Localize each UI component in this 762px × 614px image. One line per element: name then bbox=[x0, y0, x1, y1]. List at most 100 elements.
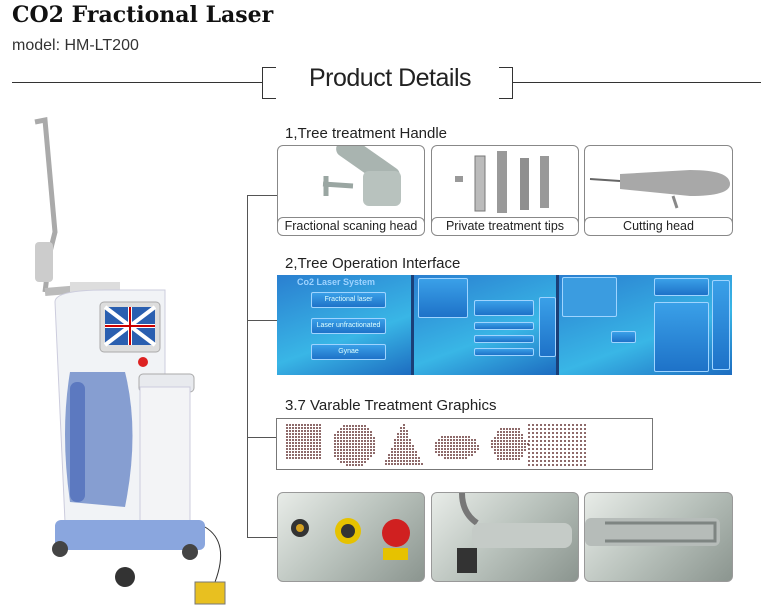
dot bbox=[580, 444, 582, 446]
dot bbox=[289, 454, 291, 456]
dot bbox=[307, 433, 309, 435]
dot bbox=[447, 454, 449, 456]
screen-title: Co2 Laser System bbox=[296, 277, 376, 287]
dot bbox=[544, 444, 546, 446]
preview-button[interactable] bbox=[611, 331, 636, 343]
dot bbox=[544, 432, 546, 434]
dot bbox=[532, 440, 534, 442]
fractional-laser-button[interactable]: Fractional laser bbox=[311, 292, 386, 308]
dot bbox=[340, 449, 342, 451]
dot bbox=[400, 448, 402, 450]
setting-row[interactable] bbox=[474, 348, 534, 356]
dot bbox=[337, 437, 339, 439]
dot bbox=[364, 428, 366, 430]
control-panel-photo bbox=[277, 492, 425, 582]
dot bbox=[524, 449, 526, 451]
dot bbox=[450, 442, 452, 444]
dot bbox=[343, 455, 345, 457]
dot bbox=[512, 455, 514, 457]
dot bbox=[450, 454, 452, 456]
dot bbox=[319, 457, 321, 459]
dot bbox=[412, 448, 414, 450]
dot bbox=[367, 437, 369, 439]
dot bbox=[391, 448, 393, 450]
dot bbox=[536, 440, 538, 442]
dot bbox=[292, 442, 294, 444]
dot bbox=[497, 455, 499, 457]
dot bbox=[310, 436, 312, 438]
side-buttons[interactable] bbox=[712, 280, 730, 370]
dot bbox=[298, 442, 300, 444]
dot bbox=[403, 427, 405, 429]
dot bbox=[301, 430, 303, 432]
dot bbox=[500, 431, 502, 433]
gynae-button[interactable]: Gynae bbox=[311, 344, 386, 360]
dot bbox=[361, 449, 363, 451]
dot bbox=[358, 452, 360, 454]
dot bbox=[355, 455, 357, 457]
dot bbox=[584, 436, 586, 438]
dot bbox=[491, 443, 493, 445]
dot bbox=[465, 445, 467, 447]
dot bbox=[316, 442, 318, 444]
dot bbox=[441, 448, 443, 450]
dot bbox=[295, 457, 297, 459]
dot bbox=[453, 457, 455, 459]
dot bbox=[391, 460, 393, 462]
dot bbox=[364, 440, 366, 442]
tree-branch bbox=[247, 195, 277, 196]
setting-row[interactable] bbox=[474, 322, 534, 330]
dot bbox=[572, 460, 574, 462]
dot bbox=[494, 443, 496, 445]
dot bbox=[512, 428, 514, 430]
dot bbox=[292, 427, 294, 429]
side-buttons[interactable] bbox=[539, 297, 556, 357]
dot bbox=[506, 458, 508, 460]
dot bbox=[286, 445, 288, 447]
energy-panel bbox=[654, 278, 709, 296]
dot bbox=[406, 439, 408, 441]
dot bbox=[355, 434, 357, 436]
dot bbox=[503, 452, 505, 454]
dot bbox=[361, 440, 363, 442]
dot bbox=[346, 431, 348, 433]
dot bbox=[500, 443, 502, 445]
graphics-box bbox=[276, 418, 653, 470]
dot bbox=[289, 430, 291, 432]
tip-closeup-photo bbox=[584, 492, 733, 582]
dot bbox=[295, 445, 297, 447]
dot bbox=[544, 424, 546, 426]
dot bbox=[528, 444, 530, 446]
parameter-list[interactable] bbox=[654, 302, 709, 372]
dot bbox=[358, 428, 360, 430]
setting-row[interactable] bbox=[474, 335, 534, 343]
treatment-graphics bbox=[286, 424, 586, 466]
dot bbox=[497, 452, 499, 454]
dot bbox=[355, 446, 357, 448]
laser-unfractionated-button[interactable]: Laser unfractionated bbox=[311, 318, 386, 334]
dot bbox=[580, 448, 582, 450]
dot bbox=[462, 442, 464, 444]
dot bbox=[367, 434, 369, 436]
dot bbox=[361, 431, 363, 433]
dot bbox=[406, 433, 408, 435]
dot bbox=[409, 439, 411, 441]
dot bbox=[367, 452, 369, 454]
dot bbox=[548, 456, 550, 458]
dot bbox=[367, 431, 369, 433]
dot bbox=[453, 442, 455, 444]
dot bbox=[349, 428, 351, 430]
dot bbox=[580, 440, 582, 442]
dot bbox=[477, 445, 479, 447]
dot bbox=[349, 464, 351, 466]
dot bbox=[468, 436, 470, 438]
dot bbox=[540, 452, 542, 454]
dot bbox=[286, 457, 288, 459]
dot bbox=[346, 455, 348, 457]
dot bbox=[560, 424, 562, 426]
dot bbox=[536, 444, 538, 446]
dot bbox=[580, 432, 582, 434]
dot bbox=[447, 457, 449, 459]
dot bbox=[397, 439, 399, 441]
dot bbox=[532, 456, 534, 458]
